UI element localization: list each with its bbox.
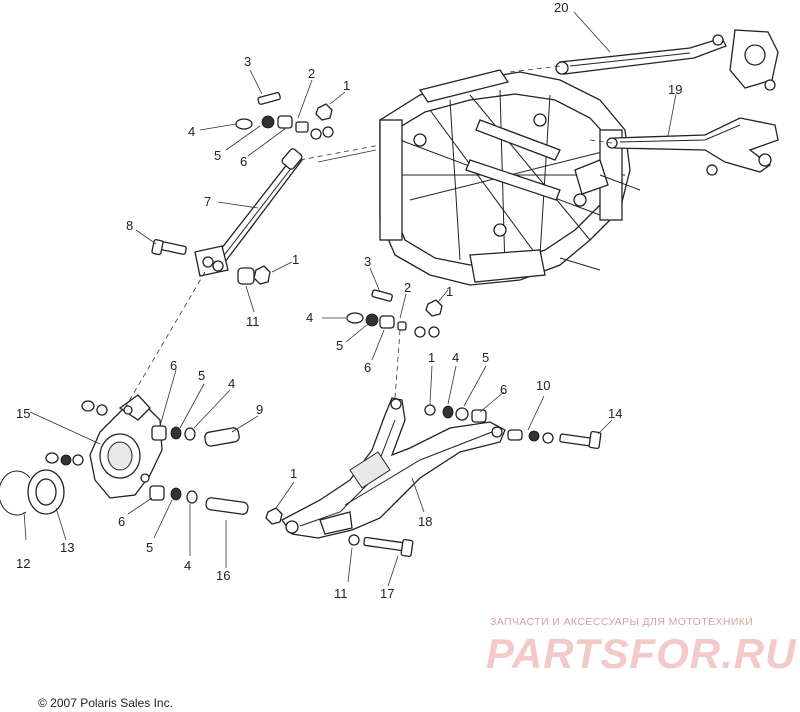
callout-6-mid-bushing: 6 — [364, 360, 371, 375]
copyright-notice: © 2007 Polaris Sales Inc. — [38, 696, 173, 710]
callout-3-top-bolt: 3 — [244, 54, 251, 69]
callout-2-mid-pin: 2 — [404, 280, 411, 295]
callout-13-bearing: 13 — [60, 540, 74, 555]
callout-7-tie-rod: 7 — [204, 194, 211, 209]
callout-10-bushing: 10 — [536, 378, 550, 393]
callout-1-bottom-nut: 1 — [290, 466, 297, 481]
callout-4-mid-washer: 4 — [306, 310, 313, 325]
callout-8-bolt: 8 — [126, 218, 133, 233]
callout-6-top-bushing: 6 — [240, 154, 247, 169]
callout-6-lower-bushing: 6 — [118, 514, 125, 529]
callout-17-bolt: 17 — [380, 586, 394, 601]
callout-15-spindle: 15 — [16, 406, 30, 421]
callout-16-sleeve: 16 — [216, 568, 230, 583]
tie-rod-7 — [194, 148, 304, 277]
callout-5-mid-seal: 5 — [336, 338, 343, 353]
callout-1-left-nut: 1 — [292, 252, 299, 267]
callout-12-snap-ring: 12 — [16, 556, 30, 571]
control-arm-19 — [606, 117, 779, 176]
callout-4-arm-washer: 4 — [452, 350, 459, 365]
callout-4-lower-washer: 4 — [184, 558, 191, 573]
callout-20-upper-arm: 20 — [554, 0, 568, 15]
callout-4-knuckle-washer: 4 — [228, 376, 235, 391]
callout-5-top-seal: 5 — [214, 148, 221, 163]
arm-hardware-right — [424, 404, 602, 450]
arm-hardware-bottom — [265, 507, 414, 558]
callout-4-top-washer: 4 — [188, 124, 195, 139]
callout-6-arm-bushing: 6 — [500, 382, 507, 397]
callout-1-top-nut: 1 — [343, 78, 350, 93]
callout-9-sleeve: 9 — [256, 402, 263, 417]
callout-5-knuckle-seal: 5 — [198, 368, 205, 383]
knuckle-hardware — [149, 425, 249, 515]
callout-11-bottom-washer: 11 — [334, 586, 348, 601]
callout-14-bolt: 14 — [608, 406, 622, 421]
callout-1-arm-nut: 1 — [428, 350, 435, 365]
upper-control-arm-20 — [555, 29, 779, 91]
assembly-lines — [124, 65, 613, 409]
callout-6-knuckle-bushing: 6 — [170, 358, 177, 373]
callout-1-mid-nut: 1 — [446, 284, 453, 299]
callout-19-arm: 19 — [668, 82, 682, 97]
watermark-logo: PARTSFOR.RU — [486, 630, 797, 677]
callout-2-top-pin: 2 — [308, 66, 315, 81]
callout-labels: 1 2 3 4 5 6 7 8 1 11 3 2 1 4 5 6 20 19 1… — [16, 0, 682, 601]
callout-11-spacer: 11 — [246, 314, 260, 329]
callout-5-arm-seal: 5 — [482, 350, 489, 365]
bearing-and-snap-ring — [0, 452, 84, 516]
middle-hardware-group — [346, 289, 443, 338]
leader-lines — [23, 11, 677, 587]
vehicle-frame — [379, 69, 641, 286]
callout-18-lower-arm: 18 — [418, 514, 432, 529]
callout-5-lower-seal: 5 — [146, 540, 153, 555]
spindle-knuckle-15 — [81, 394, 163, 499]
upper-hardware-group — [235, 92, 334, 140]
lower-control-arm-18 — [281, 397, 506, 539]
callout-3-mid-bolt: 3 — [364, 254, 371, 269]
watermark-tagline: ЗАПЧАСТИ И АКСЕССУАРЫ ДЛЯ МОТОТЕХНИКИ — [490, 616, 754, 628]
